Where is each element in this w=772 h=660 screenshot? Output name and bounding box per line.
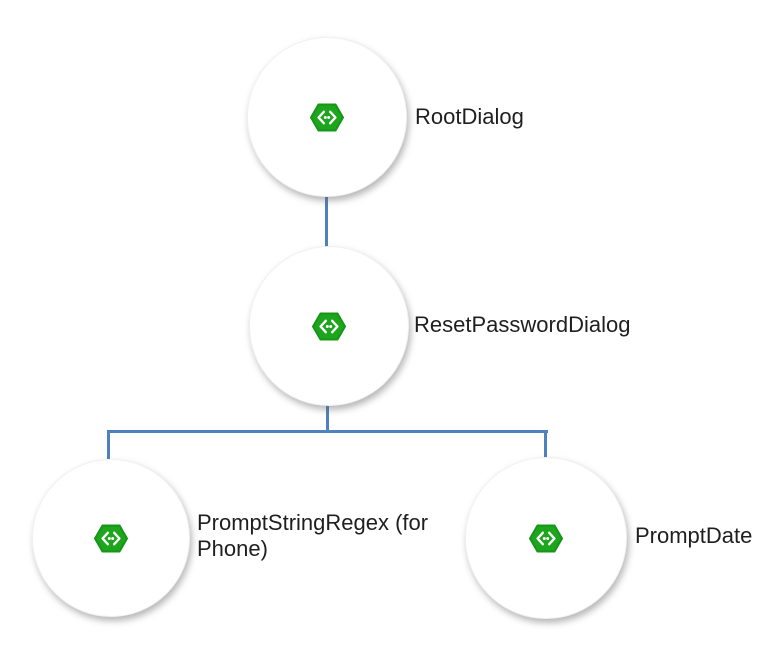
connector-drop-promptstringregex: [107, 431, 110, 459]
dialog-node-resetpassworddialog: [249, 246, 409, 406]
node-label-line: RootDialog: [415, 104, 524, 129]
node-label-line: ResetPasswordDialog: [414, 312, 631, 337]
node-label-rootdialog: RootDialog: [415, 104, 524, 130]
connector-horizontal-bar: [107, 430, 548, 433]
connector-root-to-resetpassword: [325, 196, 328, 248]
code-hexagon-icon: [310, 103, 344, 131]
connector-resetpassword-stem: [326, 403, 329, 432]
node-label-line: Phone): [197, 536, 268, 561]
node-label-line: PromptStringRegex (for: [197, 510, 429, 535]
code-hexagon-icon: [529, 524, 563, 552]
dialog-node-promptdate: [465, 457, 627, 619]
code-hexagon-icon: [312, 312, 346, 340]
node-label-line: PromptDate: [635, 523, 753, 548]
node-label-promptstringregex: PromptStringRegex (for Phone): [197, 510, 428, 562]
node-label-resetpassworddialog: ResetPasswordDialog: [414, 312, 630, 338]
dialog-node-promptstringregex: [32, 459, 190, 617]
connector-drop-promptdate: [544, 431, 547, 459]
node-label-promptdate: PromptDate: [635, 523, 752, 549]
code-hexagon-icon: [94, 524, 128, 552]
dialog-node-rootdialog: [247, 37, 407, 197]
